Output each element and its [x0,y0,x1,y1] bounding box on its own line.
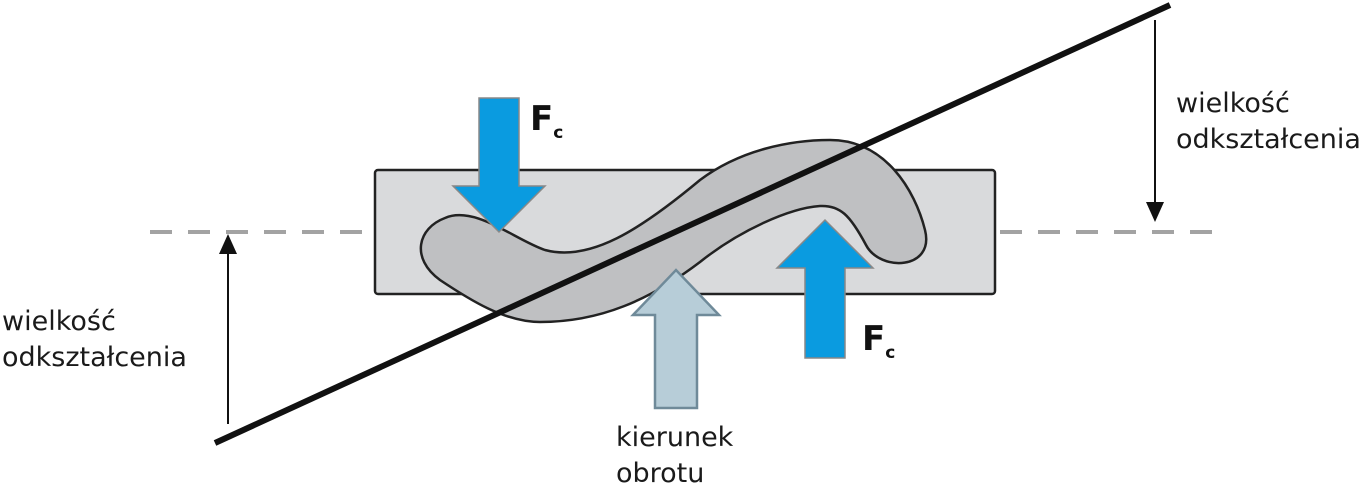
force-label-bottom-main: F [862,319,885,359]
rotation-direction-arrow [630,268,722,410]
deformation-label-right-line2: odkształcenia [1176,124,1361,155]
deformation-label-left-line1: wielkość [2,306,116,337]
force-label-top: Fc [530,99,563,143]
rotation-label-line2: obrotu [616,458,704,488]
deformation-arrowhead-right [1146,202,1164,222]
deformation-label-left-line2: odkształcenia [2,342,187,373]
force-label-top-main: F [530,99,553,139]
deformation-label-right-line1: wielkość [1176,88,1290,119]
rotation-label-line1: kierunek [616,422,734,453]
force-arrow-top [451,97,547,234]
force-arrow-bottom [775,218,875,359]
deformation-arrowhead-left [219,234,237,254]
force-label-bottom: Fc [862,319,895,363]
diagonal-line [213,2,1172,446]
force-label-top-sub: c [553,123,563,143]
force-label-bottom-sub: c [885,343,895,363]
